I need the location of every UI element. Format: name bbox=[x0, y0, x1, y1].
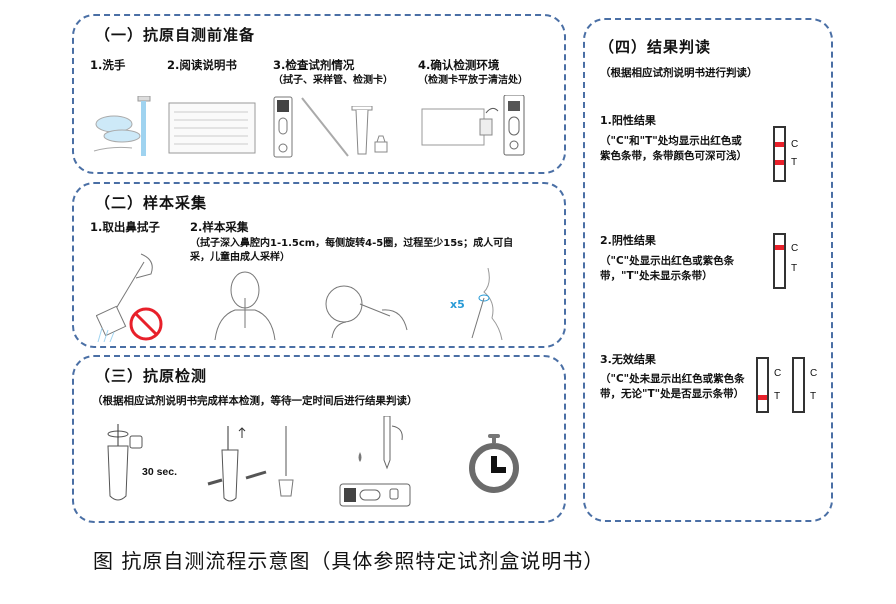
sampling-note: （拭子深入鼻腔内1-1.5cm，每侧旋转4-5圈，过程至少15s；成人可自采，儿… bbox=[190, 238, 514, 263]
test-band bbox=[758, 395, 767, 400]
result-invalid-title: 3.无效结果 bbox=[600, 353, 656, 366]
testing-note: （根据相应试剂说明书完成样本检测，等待一定时间后进行结果判读） bbox=[92, 395, 418, 407]
control-band bbox=[775, 142, 784, 147]
control-band bbox=[775, 245, 784, 250]
adult-self-sampling-illustration bbox=[214, 271, 276, 340]
sample-tube-illustration bbox=[351, 106, 388, 155]
section-results bbox=[583, 18, 833, 522]
step-read-manual: 2.阅读说明书 bbox=[167, 58, 237, 72]
section-prep bbox=[72, 14, 566, 174]
mixing-time-label: 30 sec. bbox=[142, 466, 178, 478]
test-environment-illustration bbox=[421, 95, 525, 156]
step-check-env: 4.确认检测环境 bbox=[418, 58, 500, 72]
result-negative-desc: （"C"处显示出红色或紫色条带，"T"处未显示条带） bbox=[600, 255, 735, 282]
section-sampling bbox=[72, 182, 566, 348]
c-label: C bbox=[791, 243, 799, 254]
squeeze-tube-illustration bbox=[207, 426, 267, 502]
step-check-env-sub: （检测卡平放于清洁处） bbox=[418, 75, 528, 86]
figure-caption: 图 抗原自测流程示意图（具体参照特定试剂盒说明书） bbox=[93, 549, 605, 573]
step-check-reagents: 3.检查试剂情况 bbox=[273, 58, 355, 72]
timer-icon bbox=[469, 434, 519, 493]
result-positive-title: 1.阳性结果 bbox=[600, 114, 656, 127]
step-sample-collection: 2.样本采集 bbox=[190, 220, 249, 234]
section-sampling-title: （二）样本采集 bbox=[95, 194, 208, 212]
nasal-rotation-illustration bbox=[471, 268, 503, 340]
t-label: T bbox=[791, 263, 798, 274]
invalid-test-strip-1 bbox=[756, 357, 769, 413]
result-negative-title: 2.阴性结果 bbox=[600, 234, 656, 247]
swab-illustration bbox=[301, 97, 349, 157]
t-label: T bbox=[810, 391, 817, 402]
invalid-test-strip-2 bbox=[792, 357, 805, 413]
add-drops-illustration bbox=[339, 416, 411, 507]
results-note: （根据相应试剂说明书进行判读） bbox=[600, 67, 758, 79]
c-label: C bbox=[810, 368, 818, 379]
t-label: T bbox=[774, 391, 781, 402]
swab-discard-illustration bbox=[278, 426, 294, 497]
section-results-title: （四）结果判读 bbox=[599, 38, 712, 56]
rotation-count-label: x5 bbox=[450, 298, 465, 311]
step-take-swab: 1.取出鼻拭子 bbox=[90, 220, 160, 234]
result-positive-desc: （"C"和"T"处均显示出红色或紫色条带，条带颜色可深可浅） bbox=[600, 135, 747, 162]
step-check-reagents-sub: （拭子、采样管、检测卡） bbox=[273, 75, 393, 86]
step-wash-hands: 1.洗手 bbox=[90, 58, 126, 72]
c-label: C bbox=[774, 368, 782, 379]
tube-mixing-illustration bbox=[107, 424, 143, 501]
t-label: T bbox=[791, 157, 798, 168]
section-testing-title: （三）抗原检测 bbox=[95, 367, 208, 385]
result-invalid-desc: （"C"处未显示出红色或紫色条带，无论"T"处是否显示条带） bbox=[600, 373, 745, 400]
section-prep-title: （一）抗原自测前准备 bbox=[95, 26, 256, 44]
take-swab-illustration bbox=[96, 253, 163, 342]
positive-test-strip bbox=[773, 126, 786, 182]
negative-test-strip bbox=[773, 233, 786, 289]
c-label: C bbox=[791, 139, 799, 150]
test-cassette-illustration bbox=[273, 96, 293, 158]
test-band bbox=[775, 160, 784, 165]
child-sampling-illustration bbox=[325, 285, 408, 339]
hand-washing-illustration bbox=[93, 96, 151, 156]
manual-illustration bbox=[168, 102, 256, 154]
section-testing bbox=[72, 355, 566, 523]
